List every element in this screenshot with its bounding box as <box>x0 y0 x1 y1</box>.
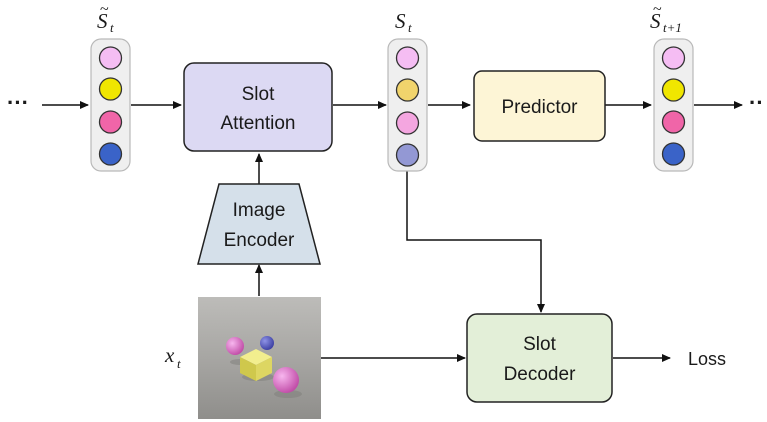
svg-text:t: t <box>408 20 412 35</box>
svg-text:t: t <box>177 356 181 371</box>
slot-circle <box>395 46 420 70</box>
svg-text:t: t <box>110 20 114 35</box>
svg-text:t+1: t+1 <box>663 20 682 35</box>
slot-circle <box>98 46 123 70</box>
loss-label: Loss <box>688 349 726 369</box>
label-s-t: S t <box>395 9 412 35</box>
slot-circle <box>395 78 420 102</box>
svg-text:~: ~ <box>653 1 662 18</box>
label-s-tilde-t: S ~ t <box>97 1 114 35</box>
slot-circle <box>661 142 686 166</box>
image-encoder-box: Image Encoder <box>197 183 321 265</box>
svg-text:x: x <box>164 343 175 367</box>
image-encoder-label-line2: Encoder <box>224 230 295 251</box>
slots-t-tilde <box>90 38 131 172</box>
label-x-t: x t <box>164 343 181 371</box>
continuation-dots-right: ·· <box>749 90 764 115</box>
slot-attention-label-line2: Attention <box>221 113 296 134</box>
predictor-label: Predictor <box>501 97 578 118</box>
slot-decoder-box: Slot Decoder <box>466 313 613 403</box>
slot-circle <box>98 142 123 166</box>
slots-t <box>387 38 428 172</box>
slot-circle <box>98 77 123 101</box>
svg-text:S: S <box>97 9 108 33</box>
slot-attention-label-line1: Slot <box>242 84 275 105</box>
arrow-slots-t-to-decoder <box>406 171 545 313</box>
image-encoder-label-line1: Image <box>233 200 286 221</box>
connectors <box>42 101 743 362</box>
slot-circle <box>661 110 686 134</box>
svg-text:~: ~ <box>100 1 109 18</box>
svg-text:S: S <box>395 9 406 33</box>
slot-decoder-label-line1: Slot <box>523 334 556 355</box>
predictor-box: Predictor <box>473 70 606 142</box>
slot-attention-box: Slot Attention <box>183 62 333 152</box>
slot-circle <box>98 110 123 134</box>
clevr-scene-image <box>198 297 321 419</box>
slot-decoder-label-line2: Decoder <box>504 364 576 385</box>
continuation-dots-left: ··· <box>7 90 29 115</box>
slots-t1-tilde <box>653 38 694 172</box>
label-s-tilde-t1: S ~ t+1 <box>650 1 682 35</box>
slot-circle <box>395 111 420 135</box>
slot-circle <box>661 78 686 102</box>
slot-circle <box>395 143 420 167</box>
slot-circle <box>661 46 686 70</box>
svg-text:S: S <box>650 9 661 33</box>
